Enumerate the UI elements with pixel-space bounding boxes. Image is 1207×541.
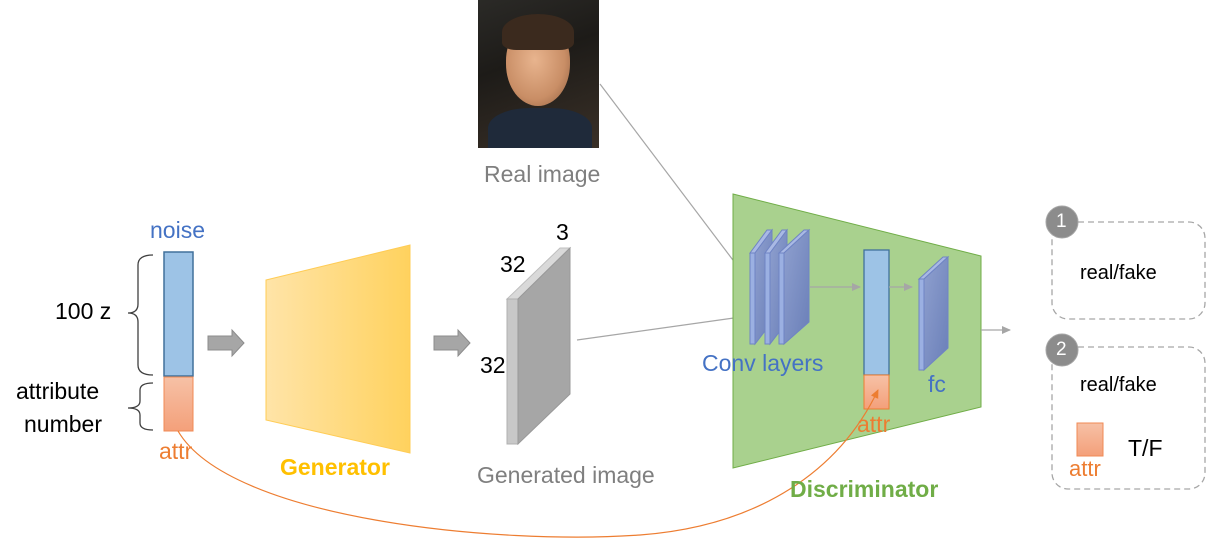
discriminator-label: Discriminator <box>790 476 939 502</box>
disc-attr-label: attr <box>857 411 891 437</box>
output-badge-1-number: 1 <box>1056 211 1067 232</box>
arrow-to-generated-image <box>433 328 471 358</box>
output-2-attr-text: T/F <box>1128 435 1163 461</box>
conv-layers-label: Conv layers <box>702 350 824 376</box>
noise-brace <box>127 254 154 376</box>
arrow-to-generator <box>207 328 245 358</box>
fc-layer <box>917 255 950 372</box>
output-attr-swatch <box>1076 422 1104 457</box>
output-badge-1 <box>1045 205 1079 239</box>
output-box-2 <box>1051 346 1206 490</box>
attr-connection-curve <box>177 389 879 538</box>
real-image-photo <box>478 0 599 148</box>
attr-brace <box>127 382 154 431</box>
output-box-1 <box>1051 221 1206 320</box>
output-badge-2 <box>1045 333 1079 367</box>
photo-hair <box>502 14 574 50</box>
noise-vector <box>163 251 194 377</box>
output-2-text: real/fake <box>1080 374 1157 396</box>
gen-dim-width: 32 <box>500 251 526 277</box>
fc-label: fc <box>928 371 946 397</box>
generator-label: Generator <box>280 454 390 480</box>
generated-image-label: Generated image <box>477 462 655 488</box>
generated-to-conv-line <box>576 313 749 341</box>
gen-dim-channels: 3 <box>556 219 569 245</box>
output-2-attr-label: attr <box>1069 456 1101 481</box>
attr-vector <box>163 376 194 432</box>
gen-dim-height: 32 <box>480 352 506 378</box>
disc-feature-vector <box>863 249 890 376</box>
generated-image-side <box>517 246 571 446</box>
generator-block <box>265 244 411 454</box>
input-attr-label: attr <box>159 438 193 464</box>
attr-size-label-line1: attribute <box>16 378 100 404</box>
noise-label: noise <box>150 217 205 243</box>
noise-size-label: 100 z <box>55 298 112 324</box>
conv-layer-3 <box>777 228 811 346</box>
photo-shirt <box>488 108 592 148</box>
real-image-label: Real image <box>484 161 601 187</box>
output-badge-2-number: 2 <box>1056 339 1067 360</box>
attr-size-label-line2: number <box>24 411 102 437</box>
generated-image-front <box>506 298 519 445</box>
real-to-conv-line <box>599 83 749 281</box>
output-1-text: real/fake <box>1080 262 1157 284</box>
